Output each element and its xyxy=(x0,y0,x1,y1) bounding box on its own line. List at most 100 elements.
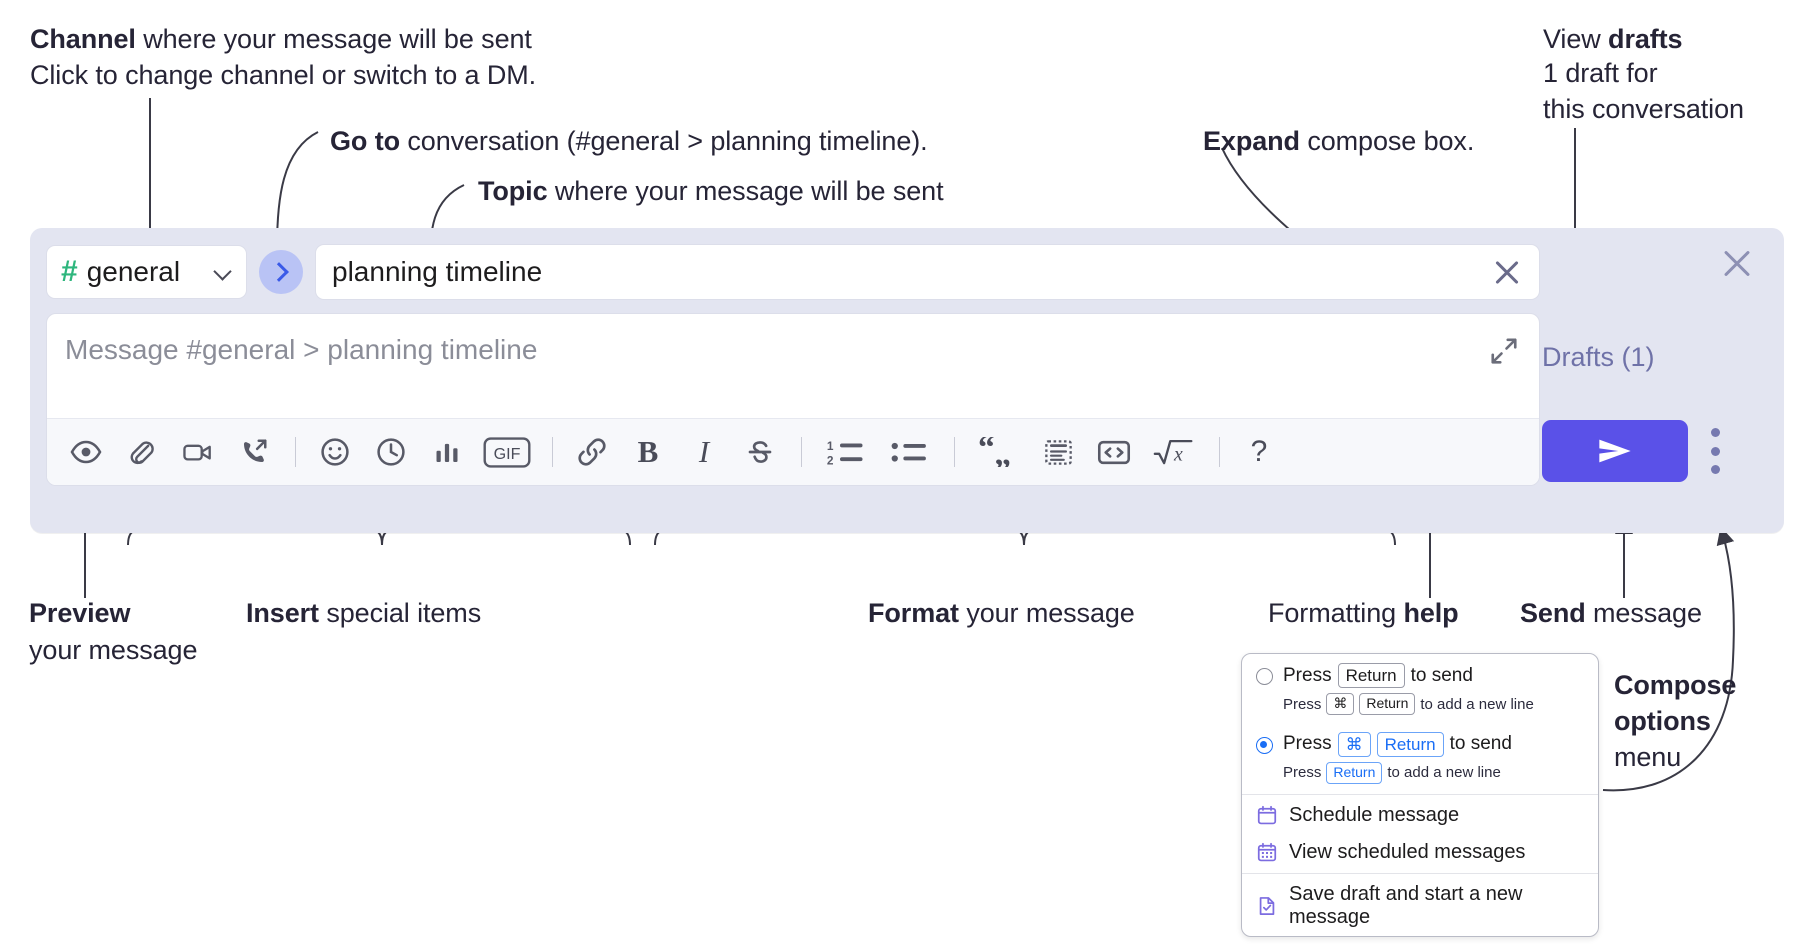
opt1-sub-pre: Press xyxy=(1283,695,1322,713)
svg-text:x: x xyxy=(1173,444,1183,466)
menu-item-label: View scheduled messages xyxy=(1289,840,1526,863)
annotation-goto-rest: conversation (#general > planning timeli… xyxy=(399,126,928,156)
channel-name-label: general xyxy=(86,256,181,287)
goto-conversation-button[interactable] xyxy=(259,250,303,294)
opt1-sub-post: to add a new line xyxy=(1420,695,1534,713)
drafts-link[interactable]: Drafts (1) xyxy=(1542,342,1655,372)
key-command: ⌘ xyxy=(1326,693,1355,715)
audio-clip-icon[interactable] xyxy=(231,429,277,475)
blockquote-icon[interactable]: “ „ xyxy=(971,429,1025,475)
save-draft-icon xyxy=(1256,895,1278,917)
annotation-goto-bold: Go to xyxy=(330,126,400,156)
bulleted-list-icon[interactable] xyxy=(882,429,936,475)
expand-icon[interactable] xyxy=(1489,336,1519,366)
key-return: Return xyxy=(1376,731,1444,757)
clear-topic-icon[interactable] xyxy=(1493,257,1523,287)
hash-icon: # xyxy=(61,255,78,288)
annotation-channel-rest: where your message will be sent xyxy=(135,24,532,54)
send-icon xyxy=(1599,439,1631,463)
opt2-sub-post: to add a new line xyxy=(1387,764,1501,782)
compose-header-row: # general planning timeline xyxy=(46,244,1540,300)
inline-code-icon[interactable] xyxy=(1091,429,1137,475)
chevron-down-icon xyxy=(214,263,232,281)
calendar-icon xyxy=(1256,804,1278,826)
opt1-post: to send xyxy=(1410,664,1473,686)
annotation-preview-line2: your message xyxy=(29,635,198,665)
annotation-insert-rest: special items xyxy=(318,598,482,628)
close-compose-icon[interactable] xyxy=(1720,246,1754,280)
send-option-cmd-return-label: Press ⌘ Return to send xyxy=(1283,731,1512,757)
help-icon[interactable]: ? xyxy=(1236,429,1282,475)
toolbar-separator xyxy=(552,437,553,467)
video-clip-icon[interactable] xyxy=(175,429,221,475)
menu-item-save-draft[interactable]: Save draft and start a new message xyxy=(1242,876,1598,936)
radio-unselected[interactable] xyxy=(1256,668,1273,685)
annotation-format-bold: Format xyxy=(868,598,959,628)
opt2-sub-pre: Press xyxy=(1283,764,1322,782)
annotation-compose-options-1: Compose xyxy=(1614,670,1737,700)
math-icon[interactable]: x xyxy=(1147,429,1201,475)
message-input[interactable]: Message #general > planning timeline xyxy=(47,314,1539,418)
radio-selected[interactable] xyxy=(1256,736,1273,754)
annotation-goto: Go to conversation (#general > planning … xyxy=(330,126,928,158)
preview-icon[interactable] xyxy=(63,429,109,475)
link-icon[interactable] xyxy=(569,429,615,475)
gif-icon[interactable]: GIF xyxy=(480,429,534,475)
menu-item-view-scheduled[interactable]: View scheduled messages xyxy=(1242,834,1598,871)
svg-text:1: 1 xyxy=(827,439,834,453)
annotation-send-bold: Send xyxy=(1520,598,1586,628)
message-placeholder: Message #general > planning timeline xyxy=(65,334,538,365)
clock-icon[interactable] xyxy=(368,429,414,475)
toolbar-separator xyxy=(801,437,802,467)
annotation-compose-options-3: menu xyxy=(1614,742,1682,772)
menu-item-schedule-message[interactable]: Schedule message xyxy=(1242,797,1598,834)
attachment-icon[interactable] xyxy=(119,429,165,475)
menu-item-label: Schedule message xyxy=(1289,803,1460,826)
send-option-return[interactable]: Press Return to send xyxy=(1242,654,1598,690)
annotation-channel: Channel where your message will be sent xyxy=(30,24,532,56)
annotation-drafts-bold: drafts xyxy=(1608,24,1683,54)
channel-selector[interactable]: # general xyxy=(46,245,247,299)
formatting-toolbar: GIF B I xyxy=(47,418,1539,485)
emoji-icon[interactable] xyxy=(312,429,358,475)
key-return: Return xyxy=(1337,663,1405,689)
annotation-insert-bold: Insert xyxy=(246,598,319,628)
italic-icon[interactable]: I xyxy=(698,434,710,469)
svg-text:“: “ xyxy=(978,437,995,466)
annotation-send-rest: message xyxy=(1585,598,1702,628)
send-option-cmd-return[interactable]: Press ⌘ Return to send xyxy=(1242,723,1598,759)
annotation-send: Send message xyxy=(1520,598,1702,630)
annotation-format-rest: your message xyxy=(958,598,1135,628)
menu-divider xyxy=(1242,872,1598,874)
annotation-drafts-line2: 1 draft for xyxy=(1543,58,1658,88)
annotation-drafts-line3: this conversation xyxy=(1543,94,1744,124)
poll-icon[interactable] xyxy=(424,429,470,475)
svg-text:GIF: GIF xyxy=(494,445,521,463)
annotation-help-plain: Formatting xyxy=(1268,598,1404,628)
kebab-dot xyxy=(1710,446,1720,456)
annotation-topic: Topic where your message will be sent xyxy=(478,176,944,208)
strikethrough-icon[interactable] xyxy=(737,429,783,475)
topic-input[interactable]: planning timeline xyxy=(315,244,1540,300)
menu-item-label: Save draft and start a new message xyxy=(1289,882,1523,928)
annotation-insert: Insert special items xyxy=(246,598,481,630)
annotation-expand: Expand compose box. xyxy=(1203,126,1474,158)
code-block-icon[interactable] xyxy=(1035,429,1081,475)
compose-options-button[interactable] xyxy=(1710,428,1720,474)
annotation-format: Format your message xyxy=(868,598,1135,630)
send-button[interactable] xyxy=(1542,420,1688,482)
annotation-preview: Preview xyxy=(29,598,130,630)
svg-text:„: „ xyxy=(994,437,1011,467)
bold-icon[interactable]: B xyxy=(637,434,659,469)
compose-main-column: # general planning timeline Message #gen… xyxy=(46,244,1540,486)
key-return: Return xyxy=(1359,693,1416,715)
send-option-cmd-return-sub: Press Return to add a new line xyxy=(1242,759,1598,792)
key-return: Return xyxy=(1326,762,1383,784)
annotation-expand-rest: compose box. xyxy=(1299,126,1475,156)
send-option-return-label: Press Return to send xyxy=(1283,663,1473,689)
annotation-topic-bold: Topic xyxy=(478,176,548,206)
toolbar-separator xyxy=(1219,437,1220,467)
annotation-drafts: View drafts xyxy=(1543,24,1683,56)
ordered-list-icon[interactable]: 1 2 xyxy=(818,429,872,475)
